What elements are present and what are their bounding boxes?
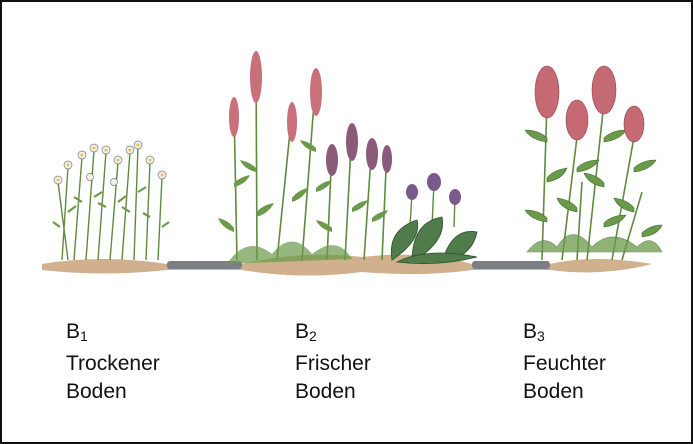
label-b1-line2: Boden [66,378,160,406]
label-b2-line1: Frischer [295,350,371,378]
label-b2-line2: Boden [295,378,371,406]
plume-flowers-illustration [525,66,662,260]
label-b1-code: B1 [66,318,160,350]
label-b2-letter: B [295,320,309,343]
label-b2-code: B2 [295,318,371,350]
label-b1-line1: Trockener [66,350,160,378]
label-b3-line1: Feuchter [523,350,606,378]
label-b3-letter: B [523,320,537,343]
label-b3-line2: Boden [523,378,606,406]
hosta-illustration [391,173,477,264]
planting-illustration [2,2,691,302]
label-b1-letter: B [66,320,80,343]
label-b2-subscript: 2 [309,328,317,344]
label-b3-subscript: 3 [537,328,545,344]
spike-perennials-illustration [218,51,392,264]
label-b1: B1 Trockener Boden [66,318,160,406]
label-b1-subscript: 1 [80,328,88,344]
label-b2: B2 Frischer Boden [295,318,371,406]
label-b3-code: B3 [523,318,606,350]
label-b3: B3 Feuchter Boden [523,318,606,406]
